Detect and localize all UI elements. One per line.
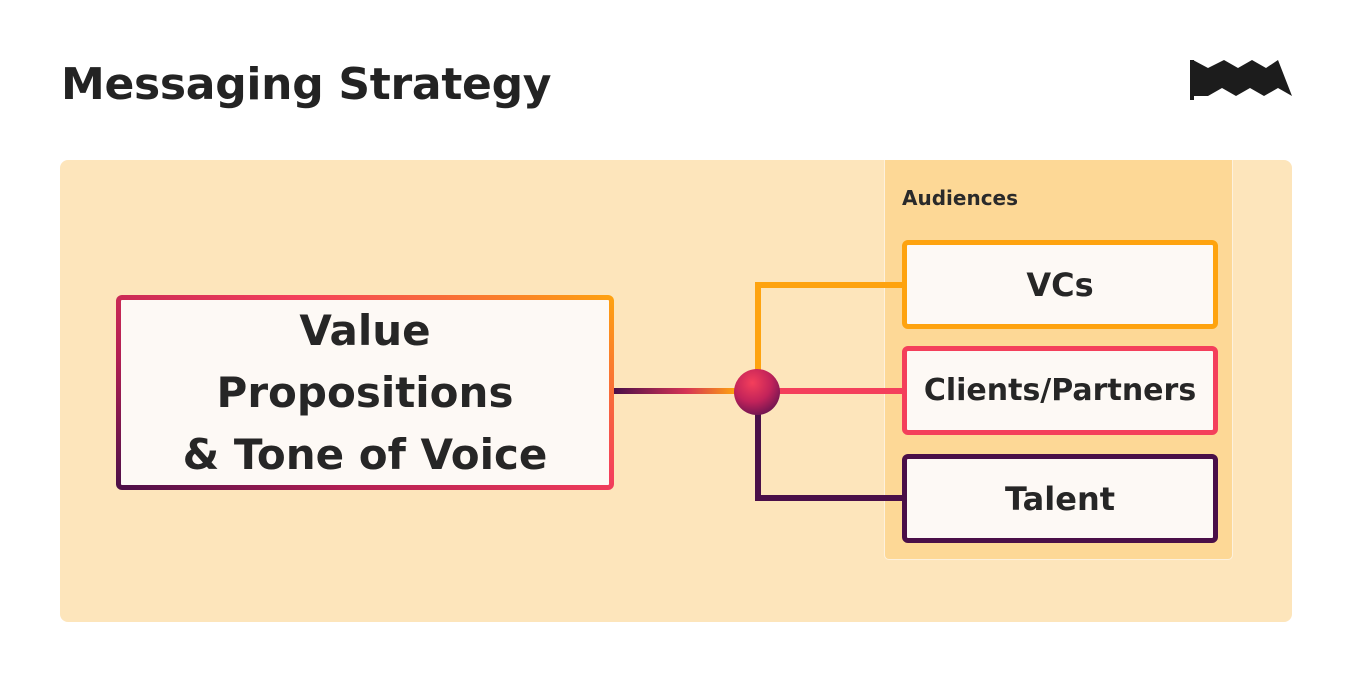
audience-talent: Talent — [902, 454, 1218, 543]
connector-to-vcs — [755, 282, 904, 391]
flag-logo-icon — [1190, 60, 1292, 100]
hub-node — [734, 369, 780, 415]
audiences-heading: Audiences — [902, 186, 1019, 210]
connector-to-talent — [755, 391, 904, 501]
value-propositions-box: Value Propositions & Tone of Voice — [116, 295, 614, 490]
value-propositions-label: Value Propositions & Tone of Voice — [182, 305, 548, 479]
audience-clients-partners: Clients/Partners — [902, 346, 1218, 435]
page-title: Messaging Strategy — [61, 59, 552, 110]
audience-vcs: VCs — [902, 240, 1218, 329]
